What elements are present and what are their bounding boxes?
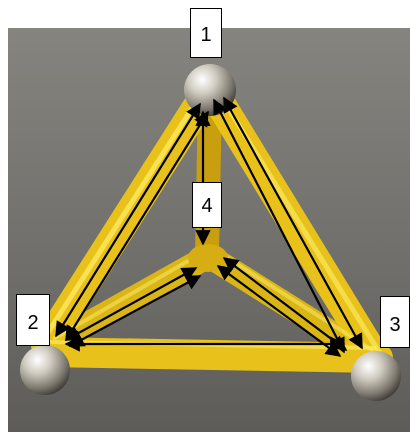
ball-node-3 [351,351,401,401]
ball-node-1 [184,64,236,116]
strut-2-3 [48,352,378,358]
node-label-3: 3 [380,296,410,348]
node-label-2: 2 [16,294,50,346]
node-label-1: 1 [190,8,222,58]
node-label-4: 4 [192,182,222,228]
ball-node-2 [20,345,70,395]
strut-1-4 [207,96,210,255]
